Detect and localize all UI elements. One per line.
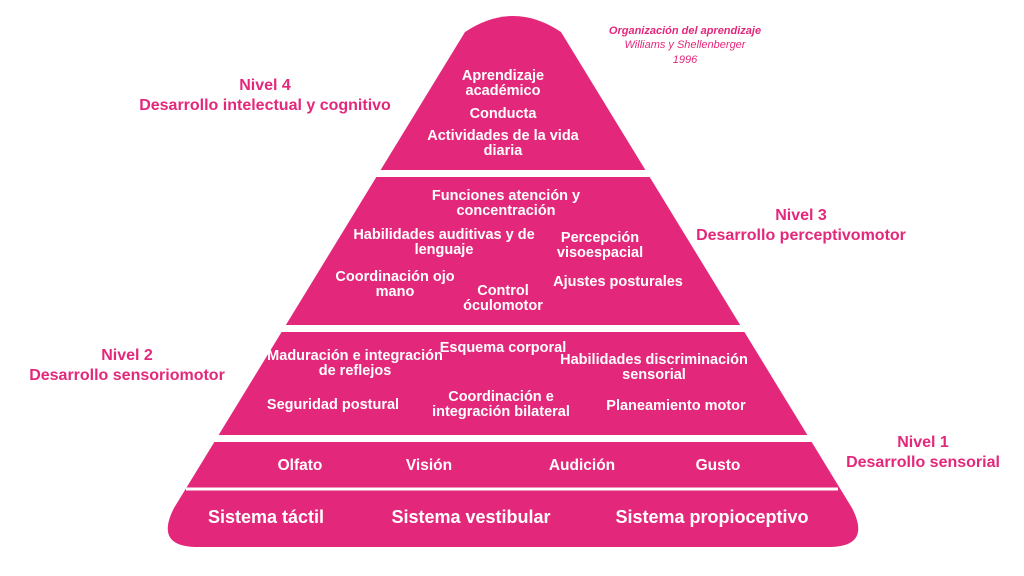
l3-item-eye-hand-coordination: Coordinación ojo mano [335,269,455,301]
l1-item-smell: Olfato [277,457,323,474]
level-4-name: Nivel 4 [239,77,291,94]
level-2-subtitle: Desarrollo sensoriomotor [29,367,225,384]
l1-item-taste: Gusto [695,457,741,474]
base-item-vestibular-system: Sistema vestibular [391,507,551,527]
l3-item-auditory-language: Habilidades auditivas y de lenguaje [353,227,535,259]
source-title: Organización del aprendizaje [608,25,762,37]
l1-item-hearing: Audición [548,457,616,474]
source-year: 1996 [672,53,698,66]
l2-item-postural-security: Seguridad postural [266,397,400,413]
base-item-proprioceptive-system: Sistema propioceptivo [615,507,809,527]
l4-item-daily-life-activities: Actividades de la vida diaria [427,128,579,160]
source-authors: Williams y Shellenberger [624,39,746,52]
l2-item-motor-planning: Planeamiento motor [606,398,746,414]
level-4-label: Nivel 4 Desarrollo intelectual y cogniti… [120,76,410,116]
l2-item-reflex-integration: Maduración e integración de reflejos [267,348,443,380]
l3-item-visuospatial-perception: Percepción visoespacial [556,230,644,262]
l1-item-vision: Visión [405,457,453,474]
level-2-name: Nivel 2 [101,347,153,364]
l2-item-body-schema: Esquema corporal [439,340,567,356]
source-citation: Organización del aprendizaje Williams y … [590,24,780,67]
level-4-subtitle: Desarrollo intelectual y cognitivo [139,97,391,114]
level-2-label: Nivel 2 Desarrollo sensoriomotor [14,346,240,386]
level-3-subtitle: Desarrollo perceptivomotor [696,227,906,244]
pyramid-tier-2 [167,332,859,435]
l4-item-conduct: Conducta [469,106,537,122]
level-3-name: Nivel 3 [775,207,827,224]
l3-item-attention-functions: Funciones atención y concentración [431,188,581,220]
l3-item-postural-adjustments: Ajustes posturales [553,274,683,290]
level-1-label: Nivel 1 Desarrollo sensorial [834,433,1012,473]
pyramid-tier-1 [167,442,859,547]
base-item-tactile-system: Sistema táctil [207,507,325,527]
level-1-subtitle: Desarrollo sensorial [846,454,1000,471]
l2-item-sensory-discrimination: Habilidades discriminación sensorial [560,352,748,384]
level-1-name: Nivel 1 [897,434,949,451]
l2-item-bilateral-coordination: Coordinación e integración bilateral [432,389,570,421]
l3-item-oculomotor-control: Control óculomotor [463,283,543,315]
l4-item-academic-learning: Aprendizaje académico [461,68,545,100]
level-3-label: Nivel 3 Desarrollo perceptivomotor [678,206,924,246]
